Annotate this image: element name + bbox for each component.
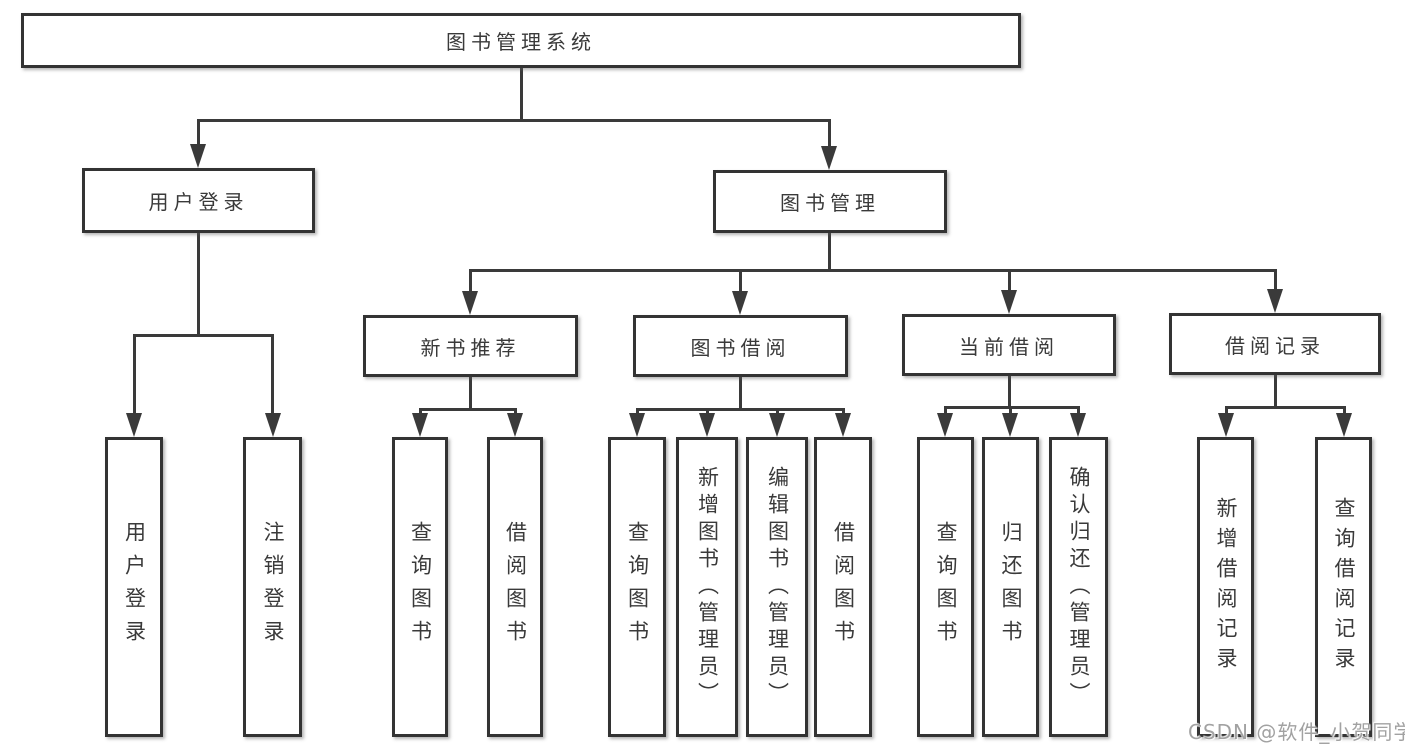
connector-line <box>738 270 742 292</box>
node-borrowing-records: 借阅记录 <box>1169 313 1381 375</box>
arrowhead-icon <box>264 413 281 437</box>
leaf-user-login: 用户登录 <box>105 437 163 737</box>
connector-line <box>841 409 845 414</box>
watermark: CSDN @软件_小贺同学 <box>1188 720 1405 744</box>
connector-line <box>196 118 831 122</box>
connector-line <box>418 409 422 414</box>
connector-line <box>271 336 274 413</box>
leaf-add-borrow-record: 新增借阅记录 <box>1197 437 1254 737</box>
connector-line <box>1007 375 1011 408</box>
leaf-query-borrow-record: 查询借阅记录 <box>1315 437 1372 737</box>
connector-line <box>827 232 831 270</box>
node-label: 确认归还（管理员） <box>1067 465 1091 709</box>
leaf-return-books: 归还图书 <box>982 437 1039 737</box>
connector-line <box>827 120 831 148</box>
connector-line <box>1008 407 1012 414</box>
connector-line <box>196 232 200 336</box>
arrowhead-icon <box>190 144 206 168</box>
node-label: 新书推荐 <box>420 335 521 360</box>
connector-line <box>513 409 517 414</box>
node-label: 查询图书 <box>934 521 958 653</box>
connector-line <box>418 407 517 411</box>
arrowhead-icon <box>1218 413 1234 437</box>
leaf-add-books-admin: 新增图书（管理员） <box>676 437 738 737</box>
arrowhead-icon <box>1001 290 1017 314</box>
arrowhead-icon <box>699 413 715 437</box>
connector-line <box>468 376 472 410</box>
node-label: 注销登录 <box>261 521 285 653</box>
node-label: 借阅图书 <box>503 521 528 653</box>
arrowhead-icon <box>412 413 428 437</box>
connector-line <box>943 407 947 414</box>
connector-line <box>1224 405 1346 409</box>
node-label: 当前借阅 <box>959 334 1059 359</box>
node-label: 借阅图书 <box>831 521 856 653</box>
connector-line <box>635 409 639 414</box>
node-user-login: 用户登录 <box>82 168 315 233</box>
connector-line <box>705 409 709 414</box>
node-label: 图书借阅 <box>690 335 791 360</box>
connector-line <box>468 270 472 292</box>
connector-line <box>519 66 523 120</box>
leaf-confirm-return-admin: 确认归还（管理员） <box>1049 437 1108 737</box>
arrowhead-icon <box>1002 413 1018 437</box>
connector-line <box>1076 407 1080 414</box>
node-label: 图书管理系统 <box>446 30 596 54</box>
connector-line <box>635 407 845 411</box>
node-label: 新增借阅记录 <box>1214 497 1238 677</box>
connector-line <box>132 334 274 337</box>
node-label: 归还图书 <box>999 521 1023 653</box>
leaf-borrow-books-recommend: 借阅图书 <box>487 437 543 737</box>
node-label: 借阅记录 <box>1225 333 1325 358</box>
leaf-logout: 注销登录 <box>243 437 302 737</box>
arrowhead-icon <box>1070 413 1086 437</box>
arrowhead-icon <box>835 413 851 437</box>
arrowhead-icon <box>732 291 748 315</box>
node-library-management-system: 图书管理系统 <box>21 13 1021 68</box>
leaf-query-books-borrow: 查询图书 <box>608 437 666 737</box>
connector-line <box>1224 407 1228 414</box>
node-label: 图书管理 <box>780 191 880 215</box>
connector-line <box>943 405 1080 409</box>
node-label: 编辑图书（管理员） <box>765 465 790 709</box>
connector-line <box>132 336 136 413</box>
connector-line <box>1273 374 1277 408</box>
arrowhead-icon <box>507 413 523 437</box>
arrowhead-icon <box>126 413 142 437</box>
arrowhead-icon <box>462 291 478 315</box>
arrowhead-icon <box>937 413 953 437</box>
connector-line <box>196 120 200 146</box>
arrowhead-icon <box>1336 413 1352 437</box>
node-label: 新增图书（管理员） <box>695 465 720 709</box>
connector-line <box>1007 270 1011 291</box>
connector-line <box>1273 270 1277 290</box>
arrowhead-icon <box>629 413 645 437</box>
node-book-borrowing: 图书借阅 <box>633 315 848 377</box>
node-current-borrowing: 当前借阅 <box>902 314 1116 376</box>
arrowhead-icon <box>1267 289 1283 313</box>
leaf-query-books-recommend: 查询图书 <box>392 437 448 737</box>
connector-line <box>738 376 742 410</box>
connector-line <box>468 268 1277 272</box>
connector-line <box>775 409 779 414</box>
node-label: 查询图书 <box>408 521 433 653</box>
arrowhead-icon <box>769 413 785 437</box>
leaf-borrow-books-borrow: 借阅图书 <box>814 437 872 737</box>
node-label: 查询图书 <box>625 521 650 653</box>
leaf-query-books-current: 查询图书 <box>917 437 974 737</box>
node-label: 用户登录 <box>148 190 249 214</box>
node-label: 查询借阅记录 <box>1332 497 1356 677</box>
arrowhead-icon <box>821 146 837 170</box>
node-new-book-recommendation: 新书推荐 <box>363 315 578 377</box>
leaf-edit-books-admin: 编辑图书（管理员） <box>746 437 808 737</box>
connector-line <box>1342 407 1346 414</box>
node-label: 用户登录 <box>122 521 147 653</box>
node-book-management: 图书管理 <box>713 170 947 233</box>
